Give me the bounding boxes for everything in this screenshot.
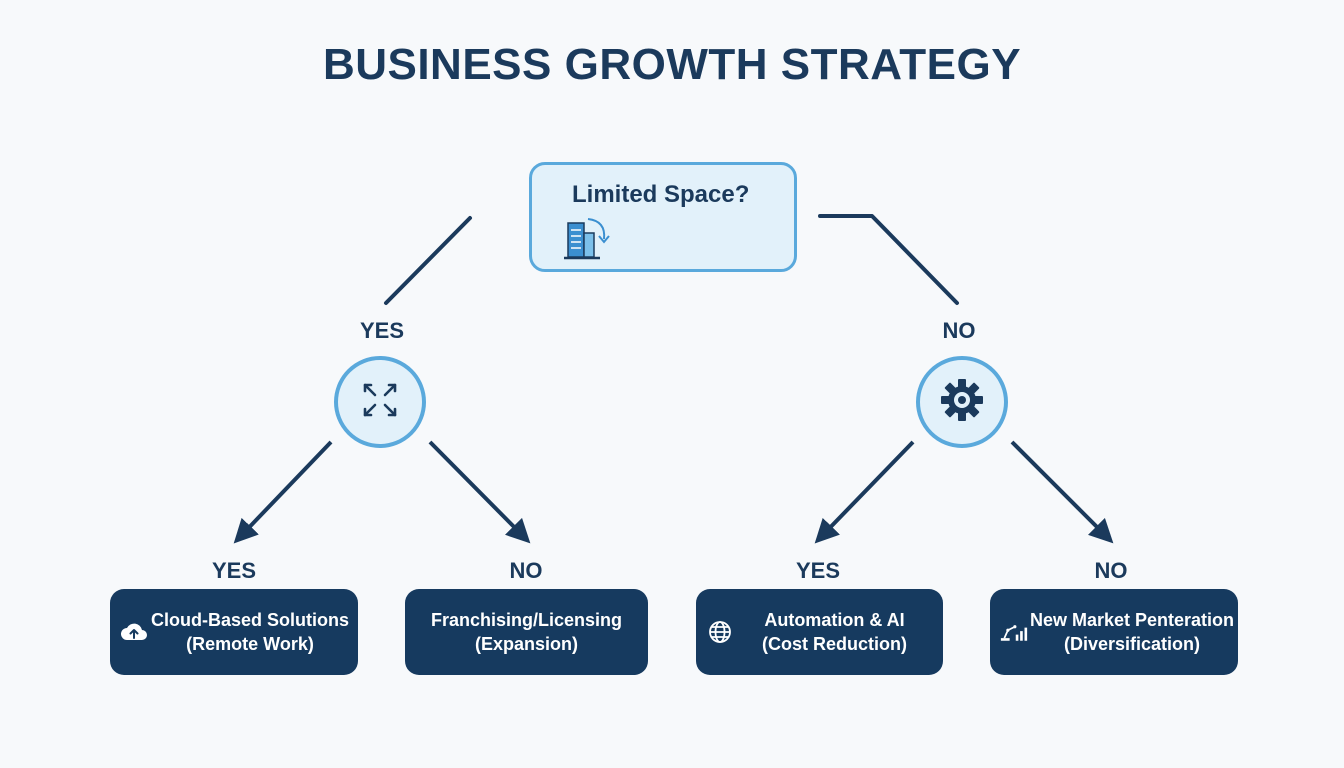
outcome-new-market: New Market Penteration (Diversification): [990, 589, 1238, 675]
connector-root-no: [818, 214, 959, 305]
branch-label-yes: YES: [795, 558, 841, 583]
branch-label-no: NO: [942, 318, 976, 343]
gear-icon: [938, 376, 986, 429]
outcome-cloud-solutions: Cloud-Based Solutions (Remote Work): [110, 589, 358, 675]
root-decision-node: Limited Space?: [529, 162, 797, 272]
outcome-title: Cloud-Based Solutions: [151, 610, 349, 630]
connector-l1-yes: [233, 440, 333, 544]
connector-l1-no: [428, 440, 531, 544]
connector-r1-yes: [814, 440, 915, 544]
outcome-title: Franchising/Licensing: [430, 610, 623, 630]
globe-icon: [706, 620, 734, 644]
root-decision-label: Limited Space?: [572, 181, 750, 208]
branch-label-yes: YES: [359, 318, 405, 343]
building-arrow-icon: [562, 215, 624, 268]
robot-arm-chart-icon: [1000, 620, 1028, 644]
expand-arrows-icon: [358, 378, 402, 427]
connector-root-yes: [384, 216, 472, 305]
connector-r1-no: [1010, 440, 1114, 544]
yes-branch-node: [334, 356, 426, 448]
outcome-subtitle: (Diversification): [1063, 634, 1201, 654]
outcome-title: New Market Penteration: [1029, 610, 1235, 630]
outcome-subtitle: (Remote Work): [186, 634, 314, 654]
outcome-automation: Automation & AI (Cost Reduction): [696, 589, 943, 675]
outcome-subtitle: (Expansion): [474, 634, 578, 654]
no-branch-node: [916, 356, 1008, 448]
outcome-title: Automation & AI: [764, 610, 905, 630]
outcome-franchising: Franchising/Licensing (Expansion): [405, 589, 648, 675]
branch-label-yes: YES: [211, 558, 257, 583]
branch-label-no: NO: [509, 558, 543, 583]
branch-label-no: NO: [1094, 558, 1128, 583]
diagram-title: BUSINESS GROWTH STRATEGY: [322, 40, 1022, 89]
cloud-upload-icon: [120, 620, 148, 644]
outcome-subtitle: (Cost Reduction): [762, 634, 907, 654]
